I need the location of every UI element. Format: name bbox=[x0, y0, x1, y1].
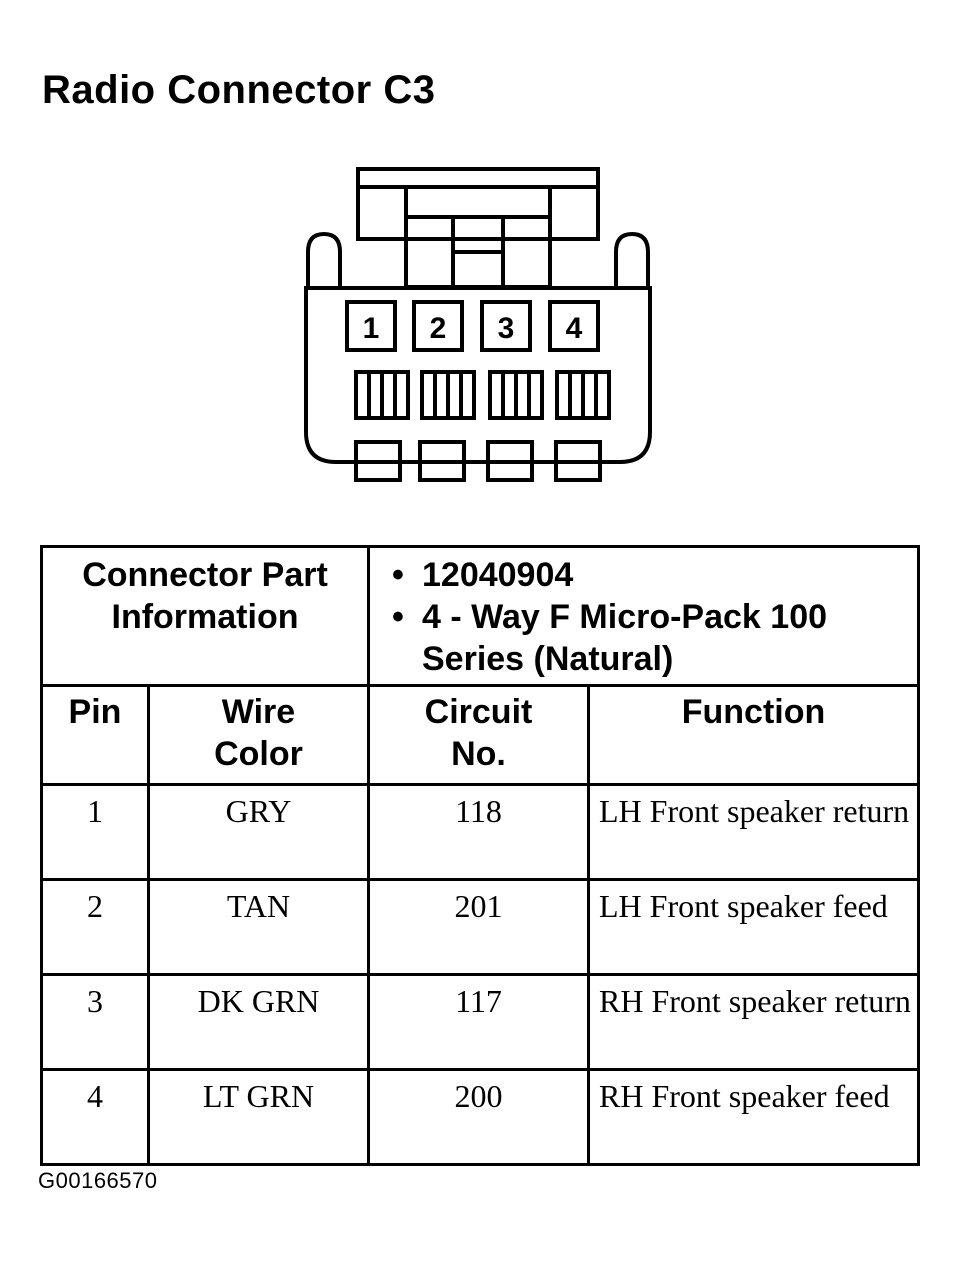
function-cell: LH Front speaker return bbox=[587, 783, 920, 881]
pin-cell: 1 bbox=[40, 783, 150, 881]
table-row: 2 TAN 201 LH Front speaker feed bbox=[40, 878, 920, 976]
wire-color-cell: TAN bbox=[147, 878, 370, 976]
pin-cell: 4 bbox=[40, 1068, 150, 1166]
function-cell: LH Front speaker feed bbox=[587, 878, 920, 976]
circuit-cell: 118 bbox=[367, 783, 590, 881]
connector-info-table: Connector Part Information 12040904 4 - … bbox=[40, 545, 920, 1166]
column-header-row: Pin Wire Color Circuit No. Function bbox=[40, 684, 920, 786]
figure-code: G00166570 bbox=[38, 1168, 158, 1193]
latch-outer bbox=[356, 167, 600, 241]
table-row: 1 GRY 118 LH Front speaker return bbox=[40, 783, 920, 881]
header-circuit: Circuit No. bbox=[367, 684, 590, 786]
pin-label-3: 3 bbox=[498, 312, 515, 345]
pin-label-2: 2 bbox=[430, 312, 447, 345]
wire-color-cell: LT GRN bbox=[147, 1068, 370, 1166]
function-cell: RH Front speaker return bbox=[587, 973, 920, 1071]
part-info-values: 12040904 4 - Way F Micro-Pack 100 Series… bbox=[367, 545, 920, 687]
header-function: Function bbox=[587, 684, 920, 786]
bottom-tab-1 bbox=[354, 440, 402, 482]
header-wire-color: Wire Color bbox=[147, 684, 370, 786]
circuit-cell: 117 bbox=[367, 973, 590, 1071]
pin-cell: 2 bbox=[40, 878, 150, 976]
pin-box-1 bbox=[345, 300, 397, 352]
pin-box-2 bbox=[412, 300, 464, 352]
part-number: 12040904 bbox=[392, 554, 917, 596]
wire-color-cell: DK GRN bbox=[147, 973, 370, 1071]
bottom-tab-2 bbox=[418, 440, 466, 482]
pin-box-4 bbox=[548, 300, 600, 352]
pin-cell: 3 bbox=[40, 973, 150, 1071]
pin-label-4: 4 bbox=[566, 312, 583, 345]
part-description: 4 - Way F Micro-Pack 100 Series (Natural… bbox=[392, 596, 917, 680]
part-info-label: Connector Part Information bbox=[40, 545, 370, 687]
connector-face-diagram: 1 2 3 4 bbox=[304, 167, 652, 482]
bottom-tab-4 bbox=[554, 440, 602, 482]
latch-block-right bbox=[548, 185, 600, 241]
bottom-tab-3 bbox=[486, 440, 534, 482]
ear-left bbox=[306, 231, 342, 288]
pin-label-1: 1 bbox=[363, 312, 380, 345]
header-pin: Pin bbox=[40, 684, 150, 786]
diagram-title: Radio Connector C3 bbox=[42, 68, 436, 112]
ear-right bbox=[614, 231, 650, 288]
terminal-slot-4 bbox=[555, 370, 611, 420]
function-cell: RH Front speaker feed bbox=[587, 1068, 920, 1166]
latch-block-left bbox=[356, 185, 408, 241]
wire-color-cell: GRY bbox=[147, 783, 370, 881]
part-info-row: Connector Part Information 12040904 4 - … bbox=[40, 545, 920, 687]
table-row: 3 DK GRN 117 RH Front speaker return bbox=[40, 973, 920, 1071]
pin-box-3 bbox=[480, 300, 532, 352]
terminal-slot-3 bbox=[488, 370, 544, 420]
terminal-slot-1 bbox=[354, 370, 410, 420]
circuit-cell: 201 bbox=[367, 878, 590, 976]
terminal-slot-2 bbox=[420, 370, 476, 420]
table-row: 4 LT GRN 200 RH Front speaker feed bbox=[40, 1068, 920, 1166]
connector-body bbox=[304, 286, 652, 464]
circuit-cell: 200 bbox=[367, 1068, 590, 1166]
